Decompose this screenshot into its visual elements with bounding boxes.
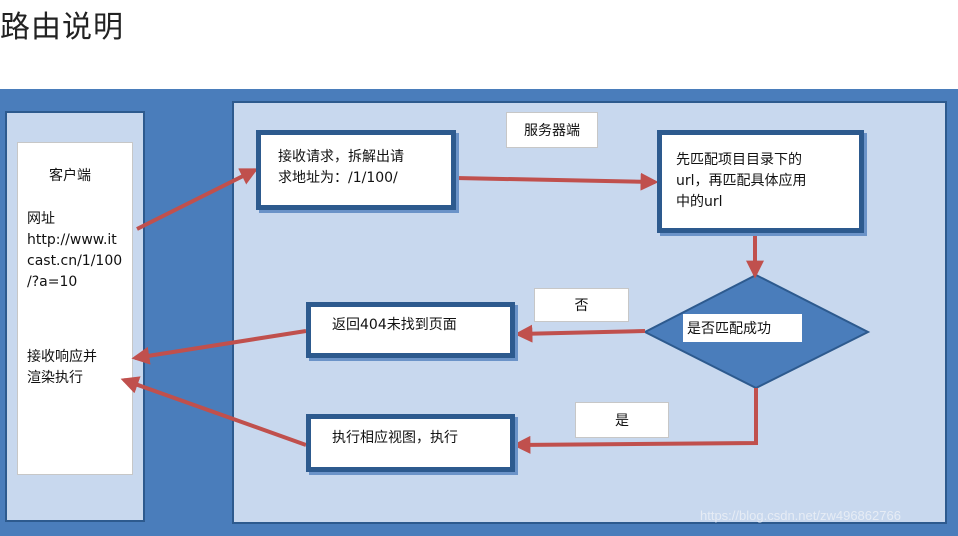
arrow-receive-to-match <box>455 172 659 191</box>
page-title: 路由说明 <box>0 10 124 45</box>
not-found-box: 返回404未找到页面 <box>306 302 515 358</box>
yes-label: 是 <box>575 402 669 438</box>
arrow-exec-to-client <box>120 376 307 447</box>
receive-request-box: 接收请求，拆解出请 求地址为：/1/100/ <box>256 130 456 210</box>
server-title: 服务器端 <box>506 112 598 148</box>
client-render-text: 接收响应并 渲染执行 <box>27 349 97 386</box>
arrow-decision-to-exec <box>512 388 758 454</box>
arrow-client-to-receive <box>136 168 259 231</box>
decision-label: 是否匹配成功 <box>683 314 802 342</box>
match-url-box: 先匹配项目目录下的 url，再匹配具体应用 中的url <box>657 130 864 233</box>
arrow-decision-to-404 <box>514 324 646 343</box>
client-url-text: 网址 http://www.it cast.cn/1/100 /?a=10 <box>27 211 123 290</box>
watermark: https://blog.csdn.net/zw496862766 <box>700 508 901 523</box>
client-card <box>17 142 133 475</box>
arrow-404-to-client <box>131 329 307 365</box>
execute-view-box: 执行相应视图，执行 <box>306 414 515 472</box>
client-title: 客户端 <box>49 168 91 184</box>
no-label: 否 <box>534 288 629 322</box>
